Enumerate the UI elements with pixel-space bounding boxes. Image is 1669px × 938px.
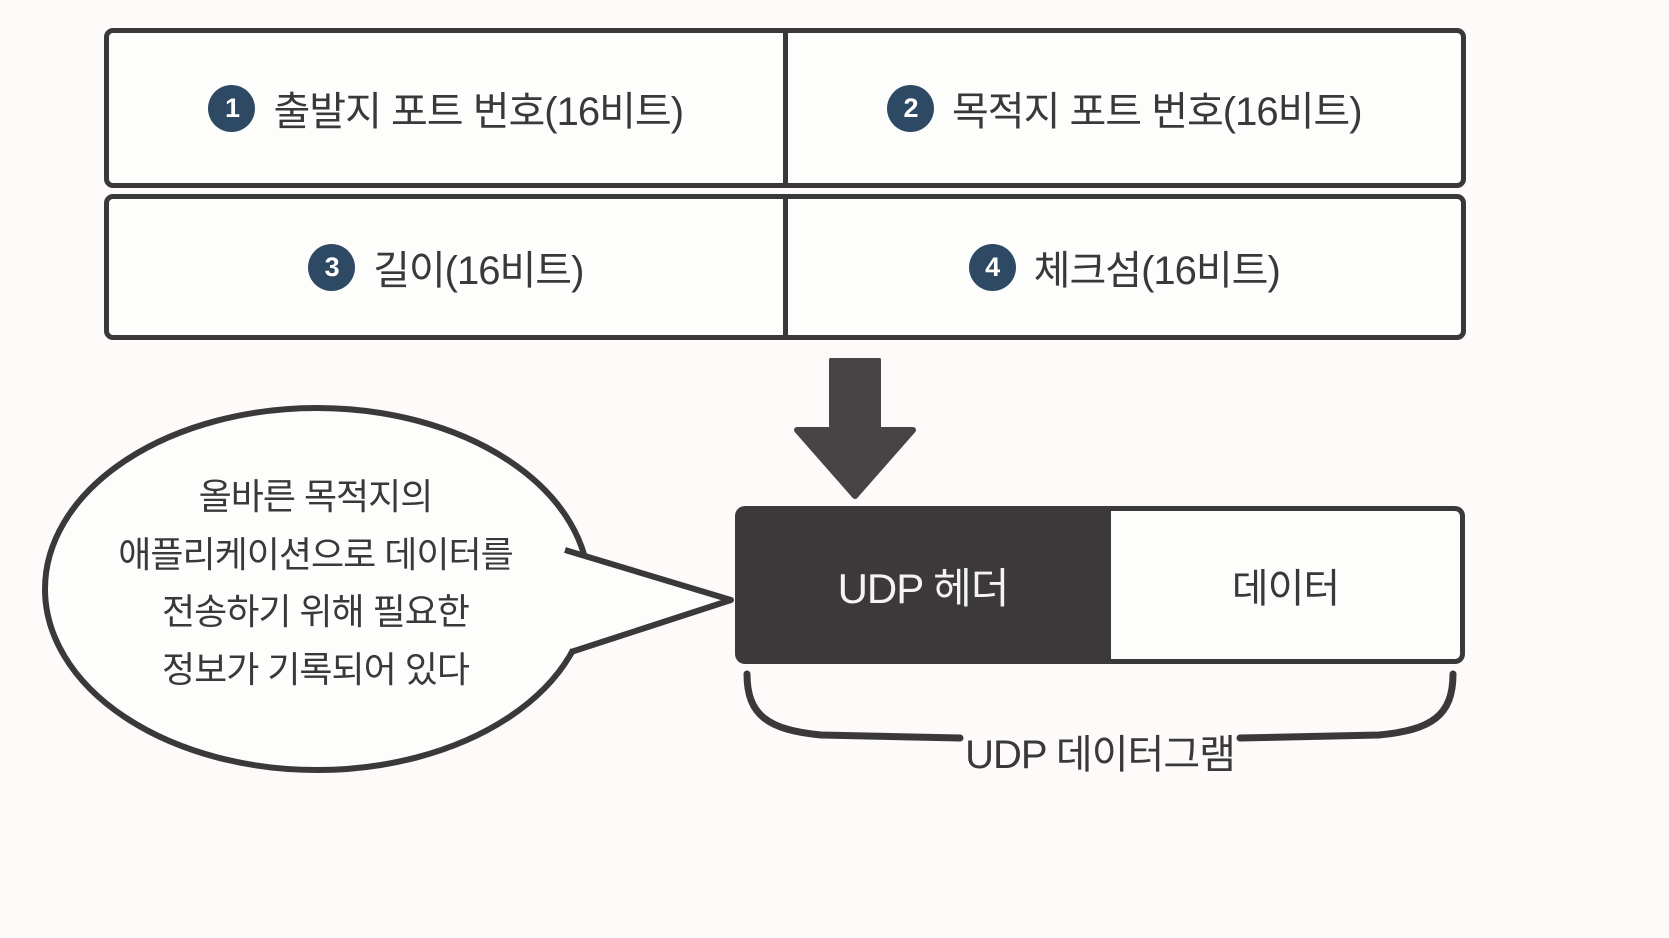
datagram-brace-label: UDP 데이터그램 [965,733,1236,777]
field-source-port-label: 출발지 포트 번호(16비트) [273,90,684,134]
number-badge-1: 1 [208,84,256,132]
field-destination-port-label: 목적지 포트 번호(16비트) [951,90,1363,134]
field-length-label: 길이(16비트) [373,249,584,293]
datagram-brace [743,670,1457,742]
table-row: 3 길이(16비트) 4 체크섬(16비트) [104,194,1466,340]
number-badge-3: 3 [308,243,356,291]
bubble-line: 정보가 기록되어 있다 [161,648,470,690]
field-checksum: 4 체크섬(16비트) [788,199,1462,335]
field-checksum-label: 체크섬(16비트) [1033,249,1281,293]
udp-datagram: UDP 헤더 데이터 [735,506,1465,664]
field-source-port: 1 출발지 포트 번호(16비트) [109,33,788,183]
table-row: 1 출발지 포트 번호(16비트) 2 목적지 포트 번호(16비트) [104,28,1466,188]
field-length: 3 길이(16비트) [109,199,788,335]
udp-header-box: UDP 헤더 [735,506,1111,664]
down-arrow-icon [794,358,916,499]
bubble-text: 올바른 목적지의 애플리케이션으로 데이터를 전송하기 위해 필요한 정보가 기… [58,468,573,698]
data-box: 데이터 [1111,506,1465,664]
bubble-line: 전송하기 위해 필요한 [161,591,470,633]
udp-header-field-table: 1 출발지 포트 번호(16비트) 2 목적지 포트 번호(16비트) 3 길이… [104,28,1466,340]
number-badge-2: 2 [886,84,934,132]
speech-bubble [42,405,734,773]
number-badge-4: 4 [968,243,1016,291]
bubble-line: 올바른 목적지의 [198,476,434,517]
bubble-line: 애플리케이션으로 데이터를 [118,533,513,575]
field-destination-port: 2 목적지 포트 번호(16비트) [788,33,1462,183]
